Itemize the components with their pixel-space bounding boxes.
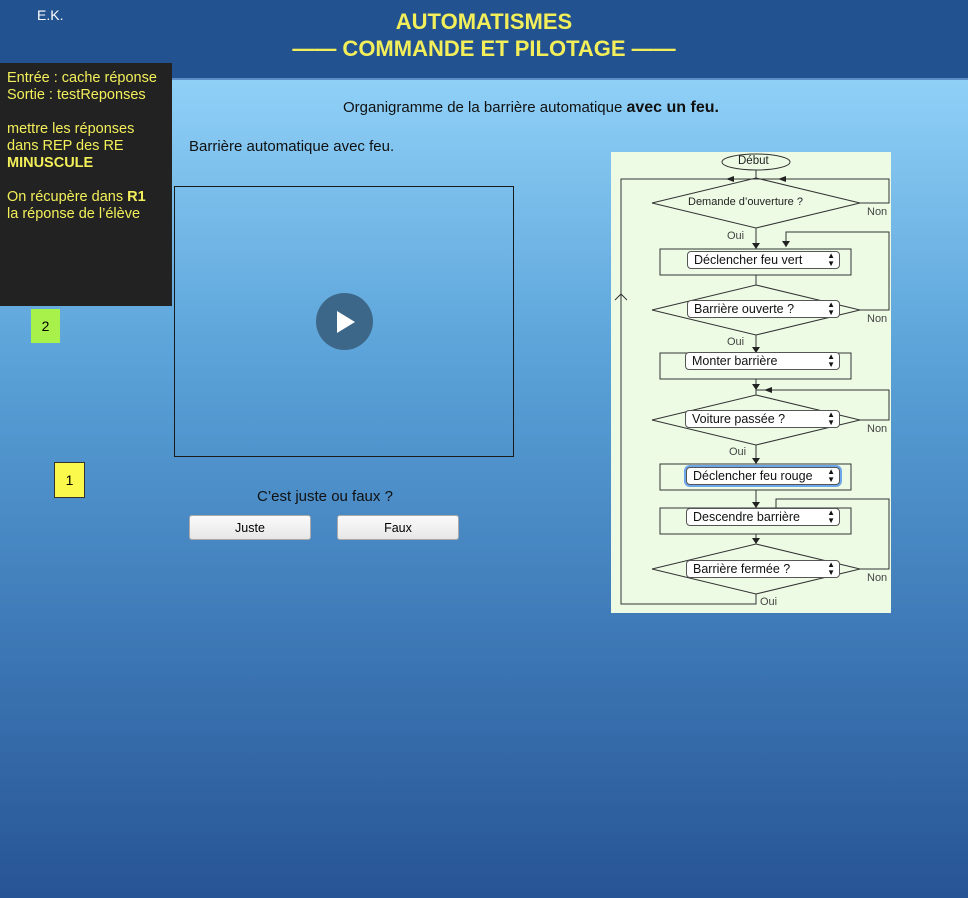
- chevron-up-down-icon: ▲▼: [827, 508, 835, 525]
- flow-no-4: Non: [867, 572, 888, 584]
- video-caption: Barrière automatique avec feu.: [189, 138, 395, 155]
- flowchart: Début Demande d’ouverture ? Non Oui Décl…: [611, 152, 891, 613]
- chevron-up-down-icon: ▲▼: [827, 410, 835, 427]
- output-line: Sortie : testReponses: [7, 87, 146, 103]
- select-7-value: Barrière fermée ?: [693, 562, 791, 576]
- select-3-value: Monter barrière: [692, 354, 778, 368]
- register-line-1: On récupère dans R1: [7, 189, 146, 206]
- flow-yes-1: Oui: [727, 230, 745, 242]
- select-2-value: Barrière ouverte ?: [694, 302, 795, 316]
- flow-no-2: Non: [867, 313, 888, 325]
- answer-select-1[interactable]: Déclencher feu vert ▲▼: [687, 251, 840, 269]
- flow-yes-2: Oui: [727, 336, 745, 348]
- select-1-value: Déclencher feu vert: [694, 253, 803, 267]
- heading-bold: avec un feu.: [626, 99, 719, 116]
- register-prefix: On récupère dans: [7, 189, 128, 205]
- question-text: C’est juste ou faux ?: [257, 488, 393, 505]
- io-info: Entrée : cache réponse Sortie : testRepo…: [7, 70, 157, 104]
- juste-button[interactable]: Juste: [189, 515, 311, 540]
- instr-line-2: dans REP des RE: [7, 138, 124, 154]
- flowchart-heading: Organigramme de la barrière automatique …: [343, 99, 719, 117]
- flow-start: Début: [738, 155, 769, 167]
- step-badge-2: 2: [31, 309, 60, 343]
- select-6-value: Descendre barrière: [693, 510, 800, 524]
- chevron-up-down-icon: ▲▼: [827, 467, 835, 484]
- input-line: Entrée : cache réponse: [7, 70, 157, 86]
- flow-question-1: Demande d’ouverture ?: [688, 196, 803, 208]
- flow-no-1: Non: [867, 206, 888, 218]
- step-badge-1: 1: [54, 462, 85, 498]
- video-player[interactable]: [174, 186, 514, 457]
- select-5-value: Déclencher feu rouge: [693, 469, 813, 483]
- register-name: R1: [127, 189, 146, 205]
- flowchart-lines: [614, 153, 890, 605]
- author-label: E.K.: [37, 7, 64, 23]
- answer-select-3[interactable]: Monter barrière ▲▼: [685, 352, 840, 370]
- answer-select-5[interactable]: Déclencher feu rouge ▲▼: [686, 467, 840, 485]
- page-title: AUTOMATISMES: [395, 9, 573, 34]
- heading-text: Organigramme de la barrière automatique: [343, 99, 627, 116]
- instr-line-3: MINUSCULE: [7, 155, 94, 171]
- play-icon[interactable]: [316, 293, 373, 350]
- chevron-up-down-icon: ▲▼: [827, 560, 835, 577]
- answer-select-6[interactable]: Descendre barrière ▲▼: [686, 508, 840, 526]
- instructions-panel: Entrée : cache réponse Sortie : testRepo…: [0, 63, 172, 306]
- faux-button[interactable]: Faux: [337, 515, 459, 540]
- flow-no-3: Non: [867, 423, 888, 435]
- answer-select-2[interactable]: Barrière ouverte ? ▲▼: [687, 300, 840, 318]
- instr-line-1: mettre les réponses: [7, 121, 135, 137]
- chevron-up-down-icon: ▲▼: [827, 251, 835, 268]
- chevron-up-down-icon: ▲▼: [827, 352, 835, 369]
- flow-yes-4: Oui: [760, 596, 778, 608]
- answer-select-7[interactable]: Barrière fermée ? ▲▼: [686, 560, 840, 578]
- select-4-value: Voiture passée ?: [692, 412, 786, 426]
- answer-instructions: mettre les réponses dans REP des RE MINU…: [7, 121, 134, 172]
- register-info: On récupère dans R1 la réponse de l’élèv…: [7, 189, 146, 223]
- register-line-2: la réponse de l’élève: [7, 206, 141, 222]
- answer-select-4[interactable]: Voiture passée ? ▲▼: [685, 410, 840, 428]
- page-subtitle: —— COMMANDE ET PILOTAGE ——: [292, 36, 676, 61]
- chevron-up-down-icon: ▲▼: [827, 300, 835, 317]
- flow-yes-3: Oui: [729, 446, 747, 458]
